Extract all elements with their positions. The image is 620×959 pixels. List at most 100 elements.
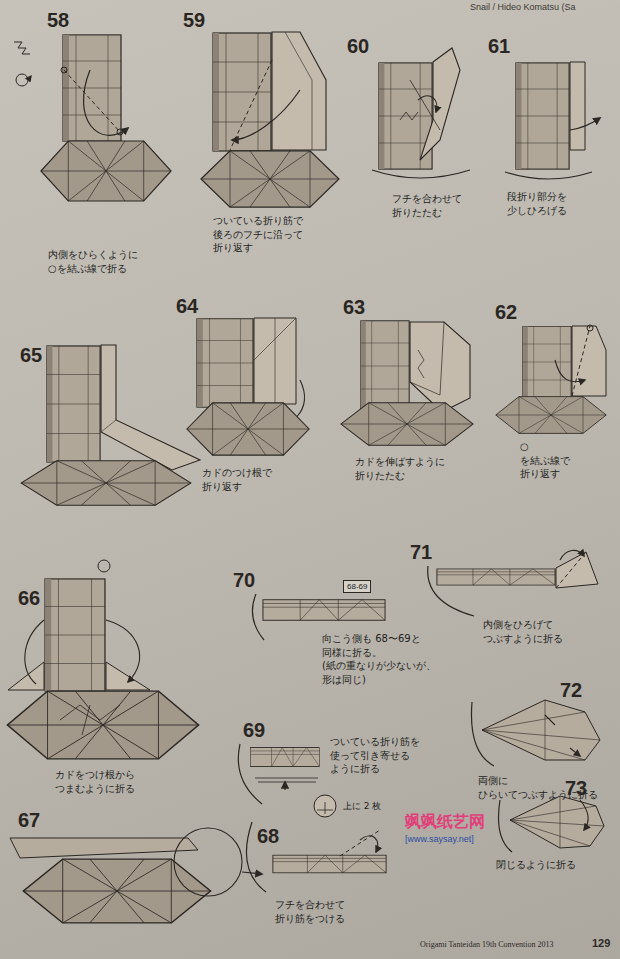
fold-line <box>16 74 28 86</box>
step-number: 61 <box>488 36 510 56</box>
paper-part <box>496 397 606 434</box>
step-58-figure <box>14 35 171 201</box>
step-63-figure <box>341 321 473 446</box>
fold-line <box>505 172 592 179</box>
step-number: 60 <box>347 36 369 56</box>
paper-part <box>187 403 309 455</box>
step-62-figure <box>496 325 606 433</box>
fold-line <box>420 48 460 160</box>
step-60-figure <box>372 48 470 178</box>
step-number: 64 <box>176 296 198 316</box>
paper-part <box>45 579 105 691</box>
fold-line <box>556 552 586 588</box>
watermark: 飒飒纸艺网 <box>405 812 485 833</box>
fold-line <box>242 872 262 874</box>
fold-line <box>10 838 198 858</box>
fold-line <box>580 800 588 830</box>
fold-line <box>482 700 600 760</box>
fold-line <box>255 778 318 782</box>
fold-line <box>28 76 31 80</box>
fold-line <box>254 318 296 404</box>
footer-note: Origami Tanteidan 19th Convention 2013 <box>420 940 554 949</box>
fold-line <box>285 32 312 150</box>
step-65-figure <box>21 345 200 505</box>
instruction-caption: カドを伸ばすように 折りたたむ <box>355 455 445 482</box>
step-67-figure <box>10 828 262 923</box>
fold-line <box>60 705 120 735</box>
fold-line <box>232 90 300 140</box>
paper-part <box>47 346 100 462</box>
fold-line <box>570 118 600 130</box>
fold-line <box>254 318 296 404</box>
fold-line <box>555 360 585 382</box>
fold-line <box>510 796 604 848</box>
step-number: 62 <box>495 302 517 322</box>
fold-line <box>101 345 200 470</box>
fold-line <box>317 802 333 814</box>
fold-line <box>314 795 336 817</box>
paper-part <box>516 63 569 169</box>
instruction-caption: 内側をひらくように ○を結ぶ線で折る <box>48 248 138 275</box>
paper-part <box>23 859 210 923</box>
step-number: 70 <box>233 570 255 590</box>
fold-line <box>174 828 242 896</box>
fold-line <box>340 830 380 856</box>
instruction-caption: 閉じるように折る <box>496 858 576 872</box>
fold-line <box>587 325 593 331</box>
paper-part <box>263 600 385 621</box>
fold-line <box>14 42 30 54</box>
fold-line <box>418 96 437 112</box>
step-number: 68 <box>257 826 279 846</box>
fold-line <box>400 80 440 130</box>
watermark-url: [www.saysay.net] <box>405 834 474 844</box>
fold-line <box>572 326 590 396</box>
paper-part <box>437 569 555 585</box>
paper-part <box>63 35 121 141</box>
fold-line <box>556 552 598 588</box>
fold-line <box>98 560 110 572</box>
instruction-caption: フチを合わせて 折りたたむ <box>392 192 462 219</box>
step-number: 63 <box>343 297 365 317</box>
fold-line <box>499 800 513 852</box>
fold-line <box>510 796 604 848</box>
paper-part <box>201 151 339 207</box>
instruction-caption: カドのつけ根で 折り返す <box>202 466 272 493</box>
instruction-caption: 段折り部分を 少しひろげる <box>507 190 567 217</box>
instruction-caption: ○を結ぶ線で 折り返す <box>520 440 570 481</box>
reference-text: 68-69 <box>347 581 367 592</box>
paper-part <box>197 319 253 408</box>
fold-line <box>230 60 272 150</box>
instruction-caption: ついている折り筋を 使って引き寄せる ように折る <box>330 735 420 776</box>
fold-line <box>106 662 150 690</box>
fold-line <box>25 620 140 684</box>
step-number: 59 <box>183 10 205 30</box>
paper-part <box>273 855 386 873</box>
step-61-figure <box>505 62 600 179</box>
step-number: 58 <box>47 10 69 30</box>
step-number: 69 <box>243 720 265 740</box>
fold-line <box>360 836 378 852</box>
paper-part <box>41 141 171 201</box>
fold-line <box>64 70 120 132</box>
reference-box: 68-69 <box>343 580 371 593</box>
step-number: 73 <box>565 778 587 798</box>
instruction-caption: 向こう側も 68〜69と 同様に折る。 (紙の重なりが少ないが、 形は同じ) <box>322 632 442 686</box>
step-66-figure <box>7 560 198 759</box>
step-number: 71 <box>410 542 432 562</box>
step-73-figure <box>499 796 605 852</box>
fold-line <box>61 67 67 73</box>
step-64-figure <box>187 318 309 455</box>
fold-line <box>252 594 264 640</box>
fold-line <box>84 70 128 135</box>
callout-note: 上に 2 枚 <box>343 800 381 813</box>
paper-part <box>251 747 320 766</box>
instruction-caption: ついている折り筋で 後ろのフチに沿って 折り返す <box>213 214 303 255</box>
page-number: 129 <box>592 937 610 949</box>
step-number: 66 <box>18 588 40 608</box>
paper-part <box>7 691 198 759</box>
step-71-figure <box>428 550 598 616</box>
step-72-figure <box>471 700 600 766</box>
step-number: 67 <box>18 810 40 830</box>
